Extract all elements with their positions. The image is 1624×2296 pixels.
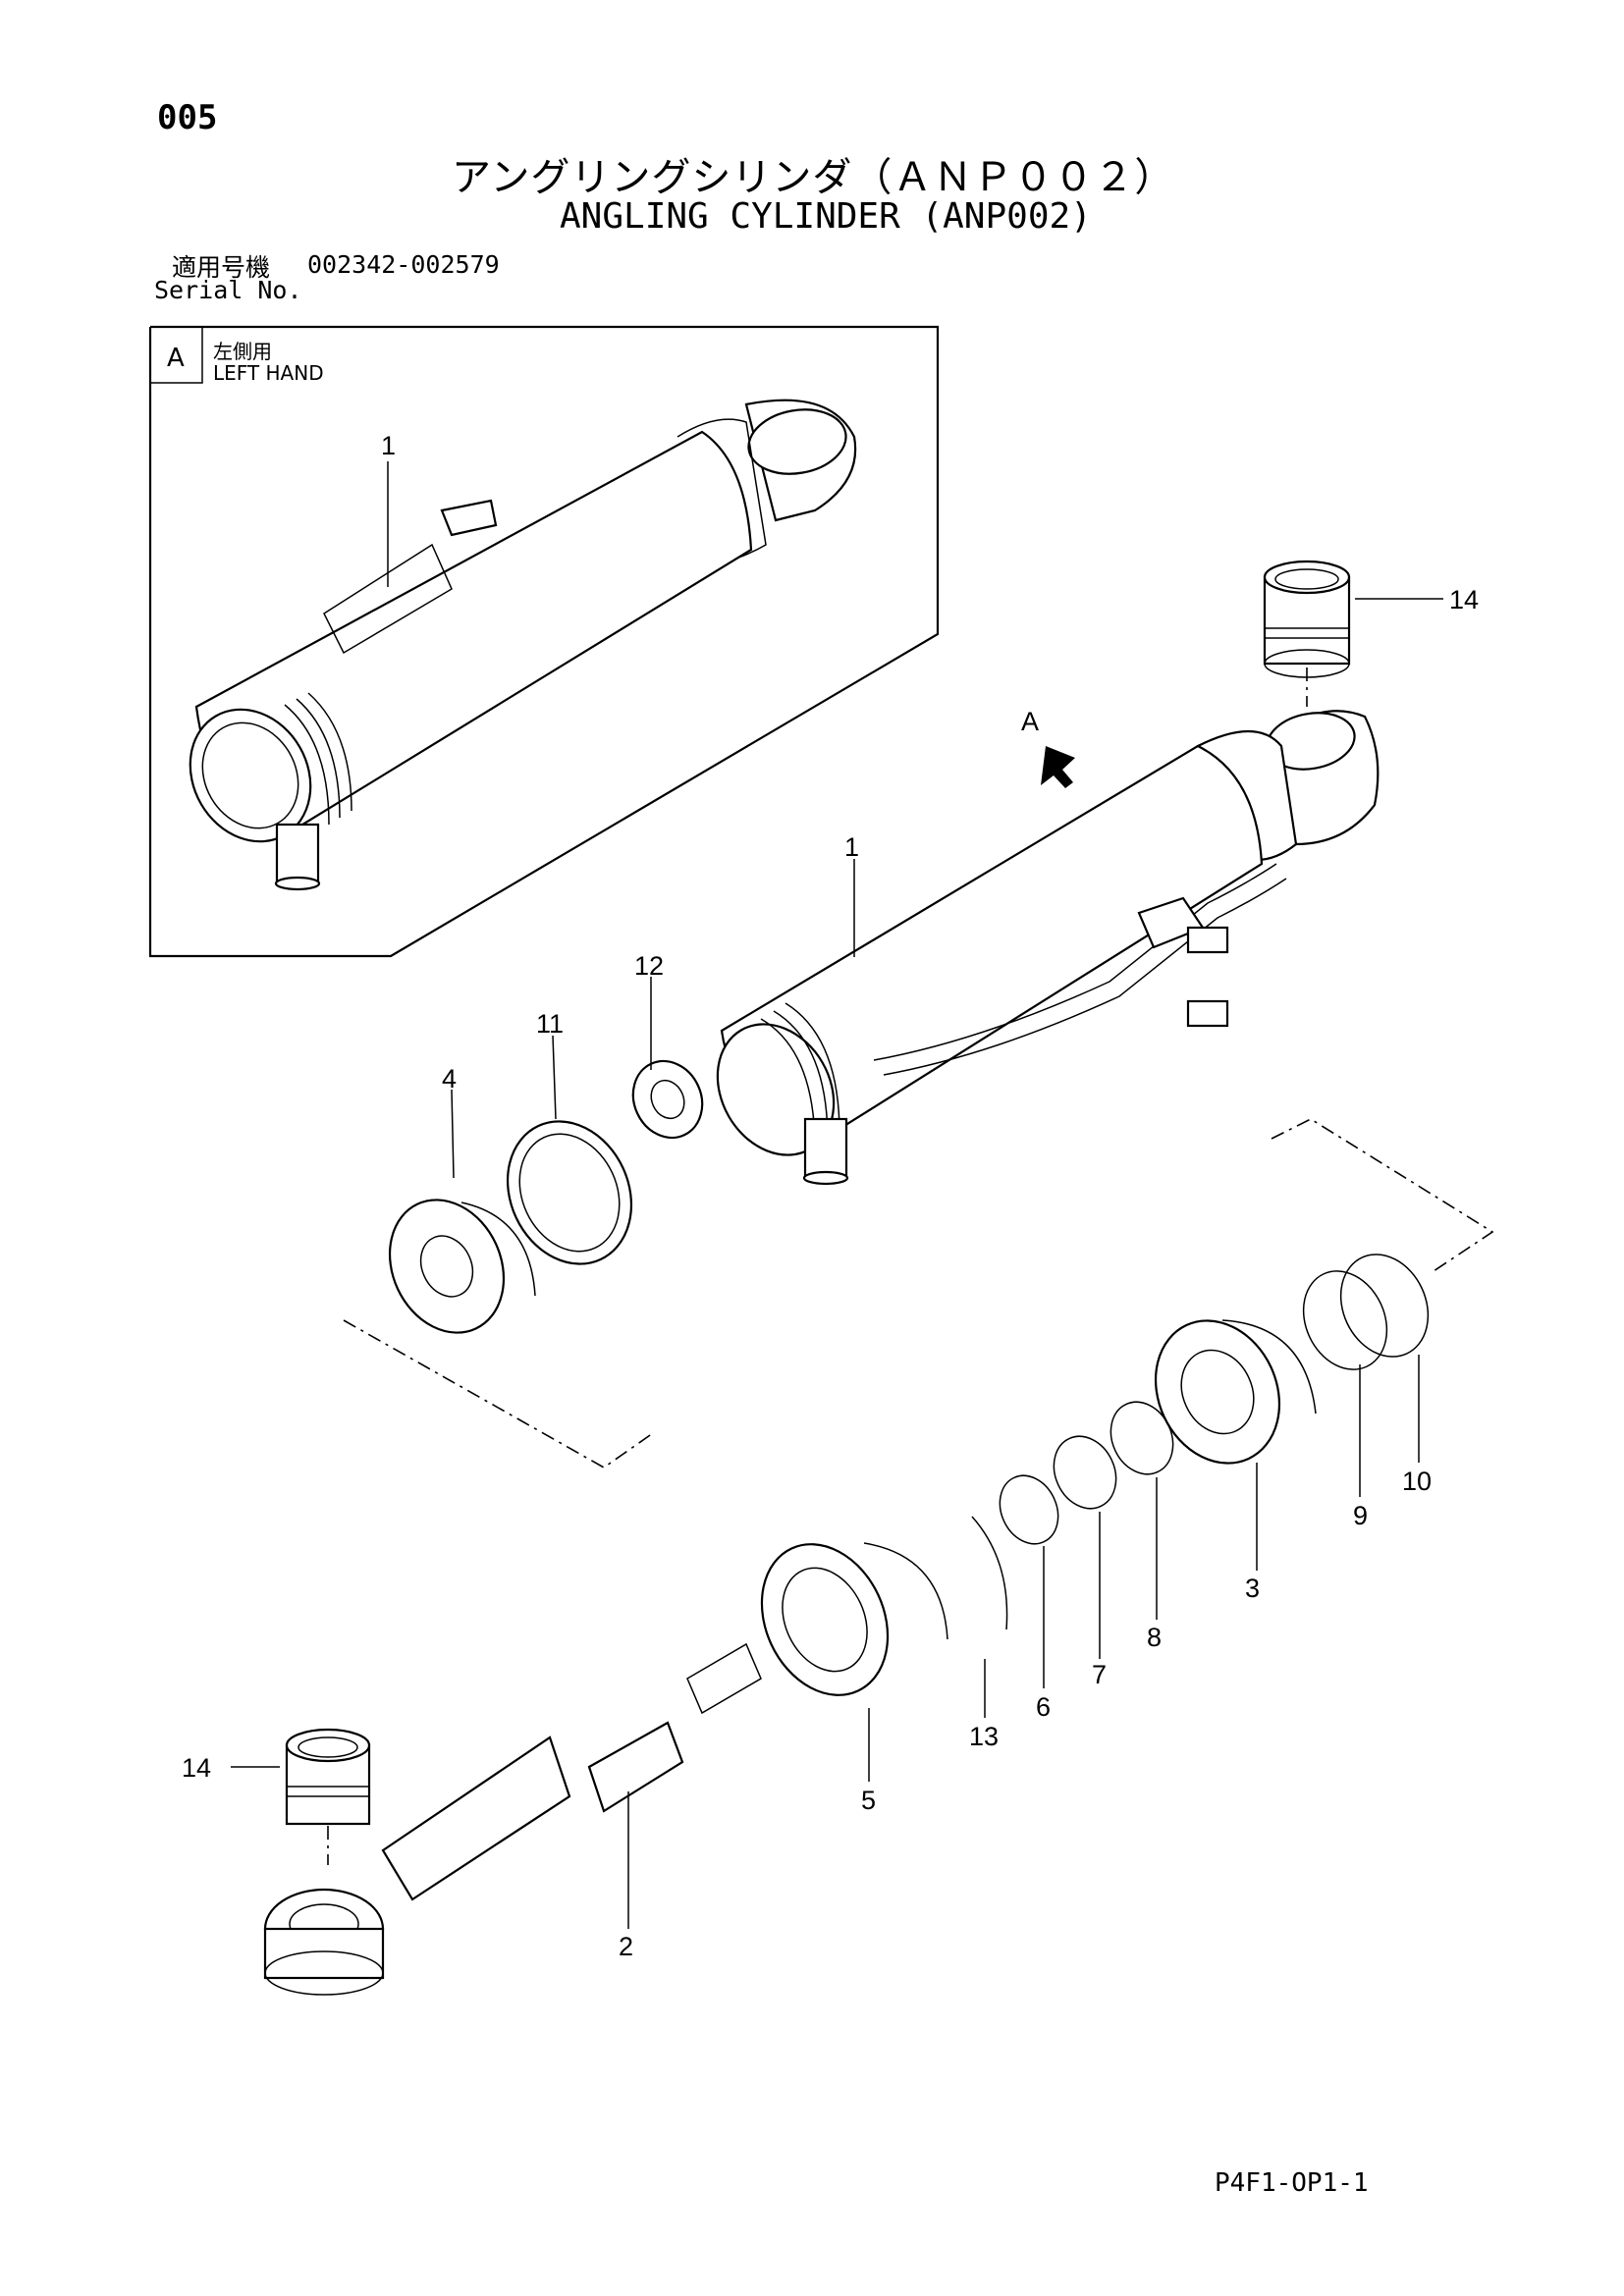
callout-inset-1: 1 [381, 431, 396, 460]
bushing-top [1263, 560, 1351, 678]
inset-label-japanese: 左側用 [213, 340, 272, 363]
callout-5: 5 [861, 1786, 876, 1815]
inset-cylinder [189, 399, 857, 891]
callout-7: 7 [1092, 1660, 1107, 1689]
footer-code: P4F1-OP1-1 [1215, 2168, 1369, 2198]
piston-part-4 [388, 1199, 536, 1334]
callout-11: 11 [536, 1009, 564, 1039]
view-marker-a: A [1021, 707, 1039, 736]
bushing-left [285, 1728, 371, 1826]
break-lines [327, 667, 1494, 1865]
callout-4: 4 [442, 1064, 457, 1094]
serial-range: 002342-002579 [307, 250, 500, 279]
gland-part-5 [760, 1516, 1008, 1696]
callout-12: 12 [634, 951, 664, 981]
page-number: 005 [157, 98, 218, 137]
callout-14-left: 14 [182, 1753, 211, 1783]
view-arrow-a [1041, 746, 1075, 788]
callout-numbers: 1 1 2 3 4 5 6 7 8 9 10 11 12 13 14 14 A [182, 431, 1479, 1961]
leader-lines [231, 598, 1443, 1929]
callout-14-top: 14 [1449, 585, 1479, 614]
callout-2: 2 [619, 1932, 633, 1961]
page-title-english: ANGLING CYLINDER (ANP002) [560, 196, 1092, 237]
seal-rings [999, 1254, 1430, 1545]
inset-label-english: LEFT HAND [213, 361, 324, 385]
piston-rod-part-2 [263, 1642, 762, 1996]
serial-label-japanese: 適用号機 [172, 253, 271, 282]
rod-head-part-3 [1154, 1319, 1317, 1465]
inset-view-letter: A [167, 344, 185, 373]
callout-10: 10 [1402, 1467, 1432, 1496]
seal-part-11 [506, 1120, 633, 1265]
inset-frame [148, 325, 940, 958]
callout-1: 1 [844, 832, 859, 862]
callout-9: 9 [1353, 1501, 1368, 1530]
nut-part-12 [631, 1059, 704, 1140]
main-cylinder [716, 710, 1380, 1186]
callout-6: 6 [1036, 1692, 1051, 1722]
callout-13: 13 [969, 1722, 999, 1751]
callout-8: 8 [1147, 1623, 1162, 1652]
callout-3: 3 [1245, 1574, 1260, 1603]
page-title-japanese: アングリングシリンダ（ＡＮＰ００２） [452, 155, 1175, 200]
serial-label-english: Serial No. [154, 276, 302, 304]
